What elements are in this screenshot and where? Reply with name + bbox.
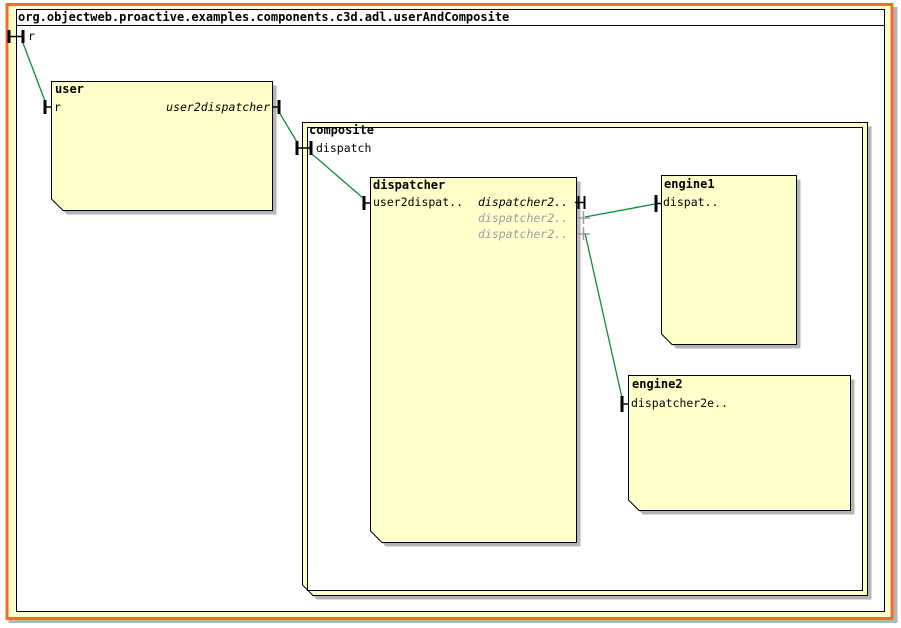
user-r-interface-icon[interactable] [43, 100, 51, 114]
engine2-title: engine2 [632, 377, 683, 391]
dispatcher-dispatcher2-bound-interface-icon[interactable] [575, 196, 586, 209]
engine2-dispatcher2e-interface-icon[interactable] [620, 396, 628, 412]
composite-dispatch-external-interface-icon[interactable] [295, 141, 302, 155]
composite-dispatch-internal-interface-icon[interactable] [302, 141, 313, 155]
binding-dispatcher2-to-engine2[interactable] [584, 232, 623, 399]
engine1-title: engine1 [664, 177, 715, 191]
dispatcher-dispatcher2-unbound-interface-icon-2[interactable] [577, 227, 590, 240]
engine1-server-interface-label[interactable]: dispat.. [663, 195, 719, 209]
binding-dispatcher2-to-engine1[interactable] [584, 203, 656, 218]
dispatcher-client-interface-label-2[interactable]: dispatcher2.. [477, 227, 568, 241]
dispatcher-dispatcher2-unbound-interface-icon-1[interactable] [577, 211, 590, 224]
component-engine1[interactable] [661, 175, 797, 345]
dispatcher-client-interface-label-1[interactable]: dispatcher2.. [477, 211, 568, 225]
user-user2dispatcher-interface-icon[interactable] [273, 100, 281, 114]
dispatcher-client-interface-label-0[interactable]: dispatcher2.. [477, 195, 568, 209]
frame-r-external-interface-icon[interactable] [7, 30, 16, 43]
dispatcher-user2dispat-interface-icon[interactable] [362, 196, 370, 210]
component-user[interactable] [51, 81, 273, 211]
component-engine2[interactable] [628, 375, 851, 511]
frame-interface-label[interactable]: r [28, 29, 35, 43]
dispatcher-server-interface-label[interactable]: user2dispat.. [373, 195, 464, 209]
composite-title: composite [309, 123, 375, 137]
dispatcher-title: dispatcher [373, 178, 446, 192]
engine2-server-interface-label[interactable]: dispatcher2e.. [631, 396, 728, 410]
engine1-dispat-interface-icon[interactable] [654, 195, 662, 212]
user-client-interface-label[interactable]: user2dispatcher [166, 100, 270, 114]
composite-internal-interface-label[interactable]: dispatch [316, 141, 372, 155]
binding-composite-dispatch-to-dispatcher[interactable] [311, 153, 364, 199]
binding-user2dispatcher-to-composite-dispatch[interactable] [278, 111, 298, 143]
frame-title: org.objectweb.proactive.examples.compone… [18, 10, 510, 24]
binding-frame-r-to-user-r[interactable] [22, 42, 46, 102]
component-dispatcher[interactable] [370, 177, 577, 543]
frame-r-internal-interface-icon[interactable] [16, 30, 25, 43]
user-title: user [55, 82, 84, 96]
user-server-interface-label[interactable]: r [54, 100, 61, 114]
